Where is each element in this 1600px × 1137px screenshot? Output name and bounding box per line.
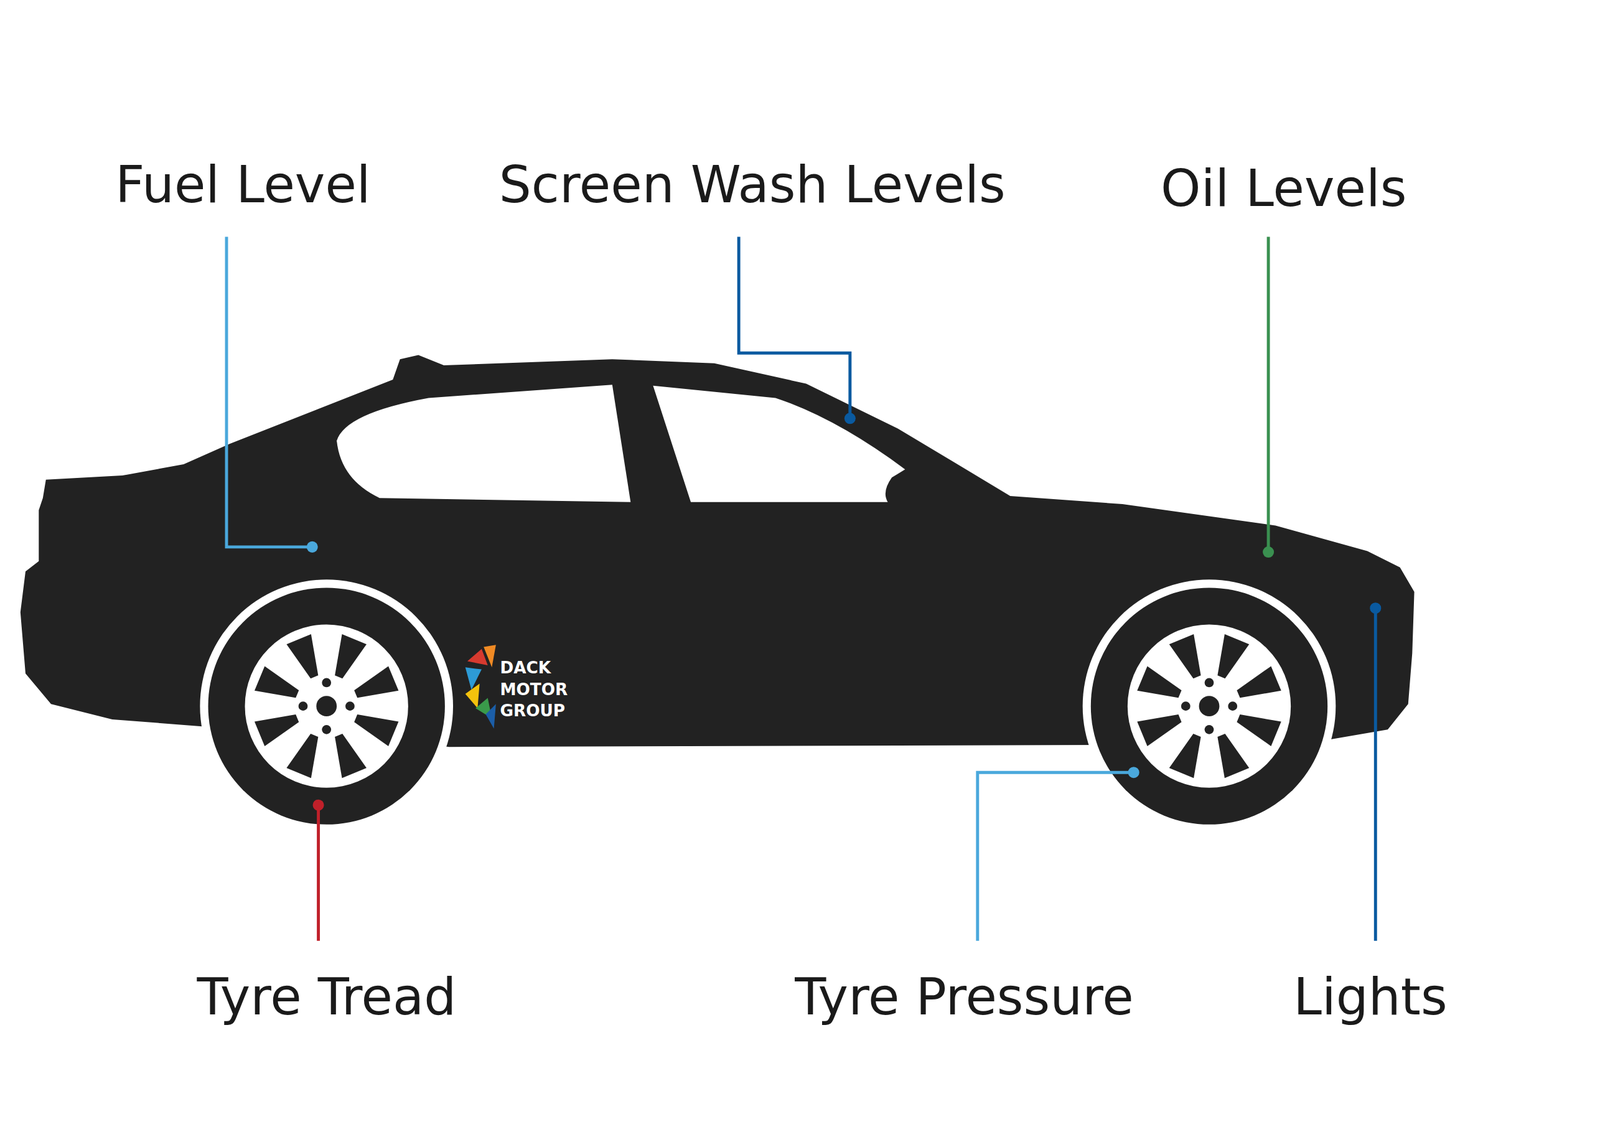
part-label: Oil Levels: [1160, 161, 1407, 218]
part-label: Tyre Pressure: [794, 969, 1134, 1026]
part-label: Tyre Tread: [196, 969, 457, 1026]
rear-wheel: [199, 579, 454, 833]
part-label: Screen Wash Levels: [499, 157, 1006, 214]
front-window: [652, 385, 905, 503]
logo-mark: [465, 644, 496, 729]
part-label: Fuel Level: [115, 157, 371, 214]
leader-lines: [226, 236, 1381, 941]
rear-window: [336, 384, 631, 503]
part-label: Lights: [1293, 969, 1447, 1026]
brand-logo-text: DACK MOTOR GROUP: [499, 657, 584, 722]
front-wheel: [1082, 579, 1337, 833]
